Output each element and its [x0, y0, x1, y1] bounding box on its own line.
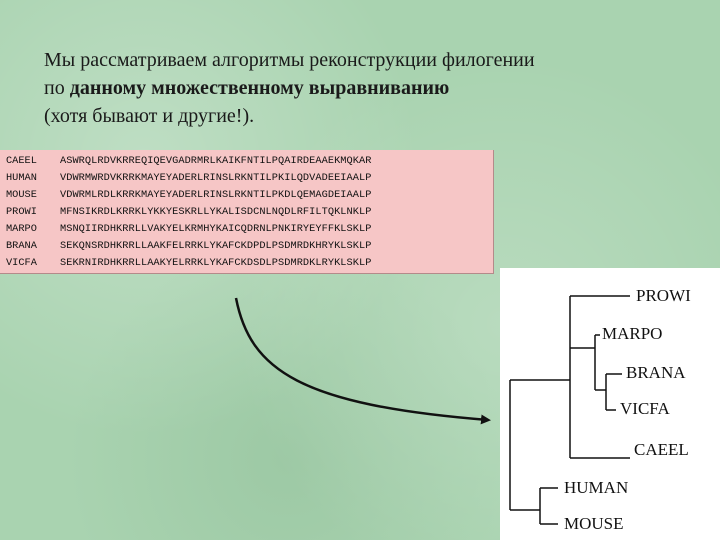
alignment-row: CAEEL ASWRQLRDVKRREQIQEVGADRMRLKAIKFNTILP… — [0, 153, 493, 170]
tree-branches — [509, 295, 630, 525]
sequence: VDWRMLRDLKRRKMAYEYADERLRINSLRKNTILPKDLQE… — [60, 189, 372, 201]
sequence: MSNQIIRDHKRRLLVAKYELKRMHYKAICQDRNLPNKIRY… — [60, 223, 372, 235]
sequence: VDWRMWRDVKRRKMAYEYADERLRINSLRKNTILPKILQD… — [60, 172, 372, 184]
tree-leaf: PROWI — [636, 286, 691, 305]
species-name: MARPO — [6, 223, 37, 235]
species-name: VICFA — [6, 257, 37, 269]
arrow-path — [234, 297, 491, 425]
sequence: SEKQNSRDHKRRLLAAKFELRRKLYKAFCKDPDLPSDMRD… — [60, 240, 372, 252]
species-name: HUMAN — [6, 172, 37, 184]
alignment-row: HUMAN VDWRMWRDVKRRKMAYEYADERLRINSLRKNTILP… — [0, 170, 493, 187]
slide-title: Мы рассматриваем алгоритмы реконструкции… — [44, 46, 684, 130]
alignment-row: VICFA SEKRNIRDHKRRLLAAKYELRRKLYKAFCKDSDLP… — [0, 255, 493, 272]
tree-leaf: VICFA — [620, 399, 670, 418]
title-line-2: по данному множественному выравниванию — [44, 74, 684, 102]
tree-leaf: MOUSE — [564, 514, 624, 533]
species-name: MOUSE — [6, 189, 37, 201]
alignment-row: MOUSE VDWRMLRDLKRRKMAYEYADERLRINSLRKNTILP… — [0, 187, 493, 204]
tree-leaf: HUMAN — [564, 478, 629, 497]
title-line-2-bold: данному множественному выравниванию — [69, 77, 450, 99]
sequence: ASWRQLRDVKRREQIQEVGADRMRLKAIKFNTILPQAIRD… — [60, 155, 372, 167]
tree-leaf: MARPO — [602, 324, 663, 343]
tree-leaf: CAEEL — [634, 440, 689, 459]
multiple-alignment-panel: CAEEL ASWRQLRDVKRREQIQEVGADRMRLKAIKFNTILP… — [0, 150, 494, 274]
species-name: CAEEL — [6, 155, 37, 167]
title-line-2-prefix: по — [44, 77, 70, 99]
title-line-1: Мы рассматриваем алгоритмы реконструкции… — [44, 49, 535, 71]
tree-leaf: BRANA — [626, 363, 686, 382]
phylogenetic-tree-panel: PROWI MARPO BRANA VICFA CAEEL HUMAN MOUS… — [500, 268, 720, 540]
sequence: SEKRNIRDHKRRLLAAKYELRRKLYKAFCKDSDLPSDMRD… — [60, 257, 372, 269]
species-name: PROWI — [6, 206, 37, 218]
title-line-3: (хотя бывают и другие!). — [44, 105, 255, 127]
sequence: MFNSIKRDLKRRKLYKKYESKRLLYKALISDCNLNQDLRF… — [60, 206, 372, 218]
species-name: BRANA — [6, 240, 37, 252]
alignment-row: PROWI MFNSIKRDLKRRKLYKKYESKRLLYKALISDCNLN… — [0, 204, 493, 221]
alignment-row: MARPO MSNQIIRDHKRRLLVAKYELKRMHYKAICQDRNLP… — [0, 221, 493, 238]
alignment-row: BRANA SEKQNSRDHKRRLLAAKFELRRKLYKAFCKDPDLP… — [0, 238, 493, 255]
